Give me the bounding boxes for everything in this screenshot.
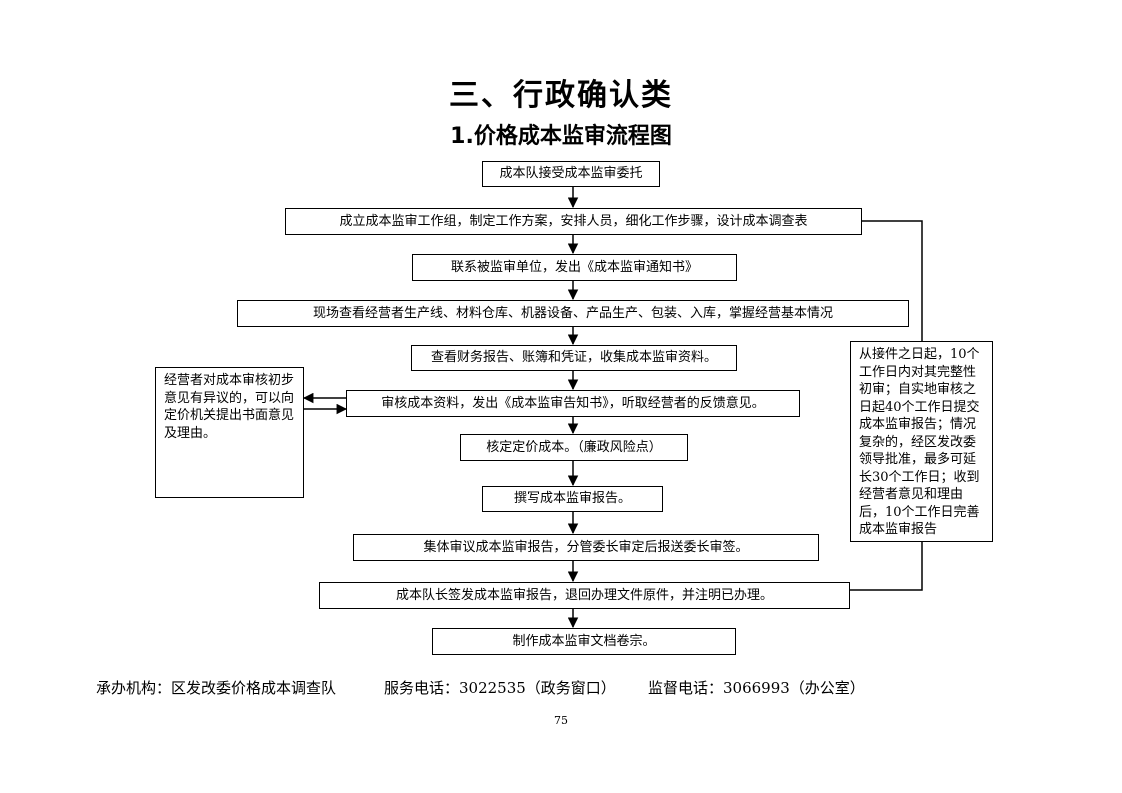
footer-agency: 承办机构：区发改委价格成本调查队	[96, 679, 337, 697]
step-1: 成本队接受成本监审委托	[482, 161, 660, 187]
step-6: 审核成本资料，发出《成本监审告知书》，听取经营者的反馈意见。	[346, 390, 800, 417]
step-2: 成立成本监审工作组，制定工作方案，安排人员，细化工作步骤，设计成本调查表	[285, 208, 862, 235]
step-5: 查看财务报告、账簿和凭证，收集成本监审资料。	[411, 345, 737, 371]
step-3: 联系被监审单位，发出《成本监审通知书》	[412, 254, 737, 281]
step-4: 现场查看经营者生产线、材料仓库、机器设备、产品生产、包装、入库，掌握经营基本情况	[237, 300, 909, 327]
step-8: 撰写成本监审报告。	[482, 486, 663, 512]
step-11: 制作成本监审文档卷宗。	[432, 628, 736, 655]
footer-service-phone: 服务电话：3022535（政务窗口）	[384, 679, 616, 697]
page-number: 75	[554, 714, 568, 727]
objection-note: 经营者对成本审核初步意见有异议的，可以向定价机关提出书面意见及理由。	[155, 367, 304, 498]
page-title: 三、行政确认类	[449, 78, 673, 113]
footer-supervise-phone: 监督电话：3066993（办公室）	[648, 679, 865, 697]
timeline-note: 从接件之日起，10个工作日内对其完整性初审；自实地审核之日起40个工作日提交成本…	[850, 341, 993, 542]
step-10: 成本队长签发成本监审报告，退回办理文件原件，并注明已办理。	[319, 582, 850, 609]
step-7: 核定定价成本。（廉政风险点）	[460, 434, 688, 461]
footer-contacts: 承办机构：区发改委价格成本调查队 服务电话：3022535（政务窗口） 监督电话：3…	[96, 678, 865, 698]
step-9: 集体审议成本监审报告，分管委长审定后报送委长审签。	[353, 534, 819, 561]
flowchart-title: 1.价格成本监审流程图	[450, 124, 672, 149]
